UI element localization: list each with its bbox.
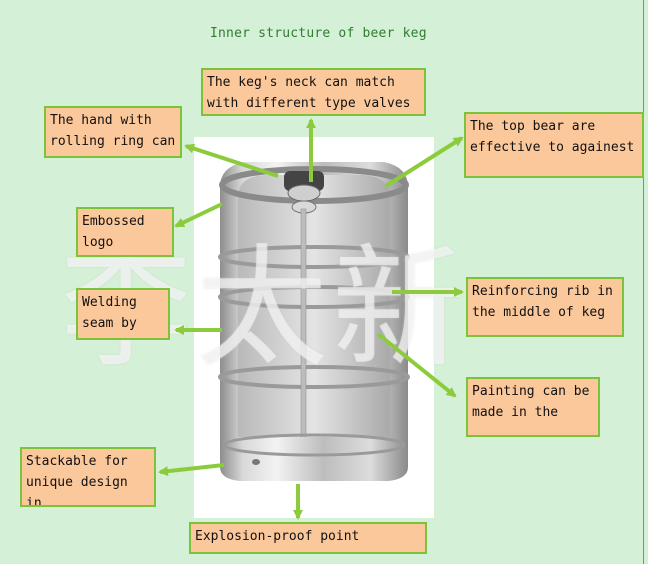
keg-photo: [194, 137, 434, 518]
label-embossed: Embossed logo: [76, 207, 174, 257]
label-hand: The hand with rolling ring can: [44, 106, 182, 158]
label-stackable: Stackable for unique design in: [20, 447, 156, 507]
diagram-title: Inner structure of beer keg: [210, 26, 427, 41]
arrow-painting: [376, 332, 457, 398]
arrow-embossed: [174, 202, 223, 228]
label-neck: The keg's neck can match with different …: [201, 68, 426, 116]
arrow-hand: [184, 143, 279, 178]
arrow-top-bear: [384, 136, 464, 188]
keg-illustration: [218, 162, 410, 481]
arrow-stackable: [158, 463, 225, 477]
label-painting: Painting can be made in the: [466, 377, 600, 437]
right-border-line: [643, 0, 644, 564]
label-top-bear: The top bear are effective to againest: [464, 112, 644, 178]
label-welding: Welding seam by: [76, 288, 170, 340]
label-reinforcing: Reinforcing rib in the middle of keg: [466, 277, 624, 337]
label-explosion: Explosion-proof point: [189, 522, 427, 554]
